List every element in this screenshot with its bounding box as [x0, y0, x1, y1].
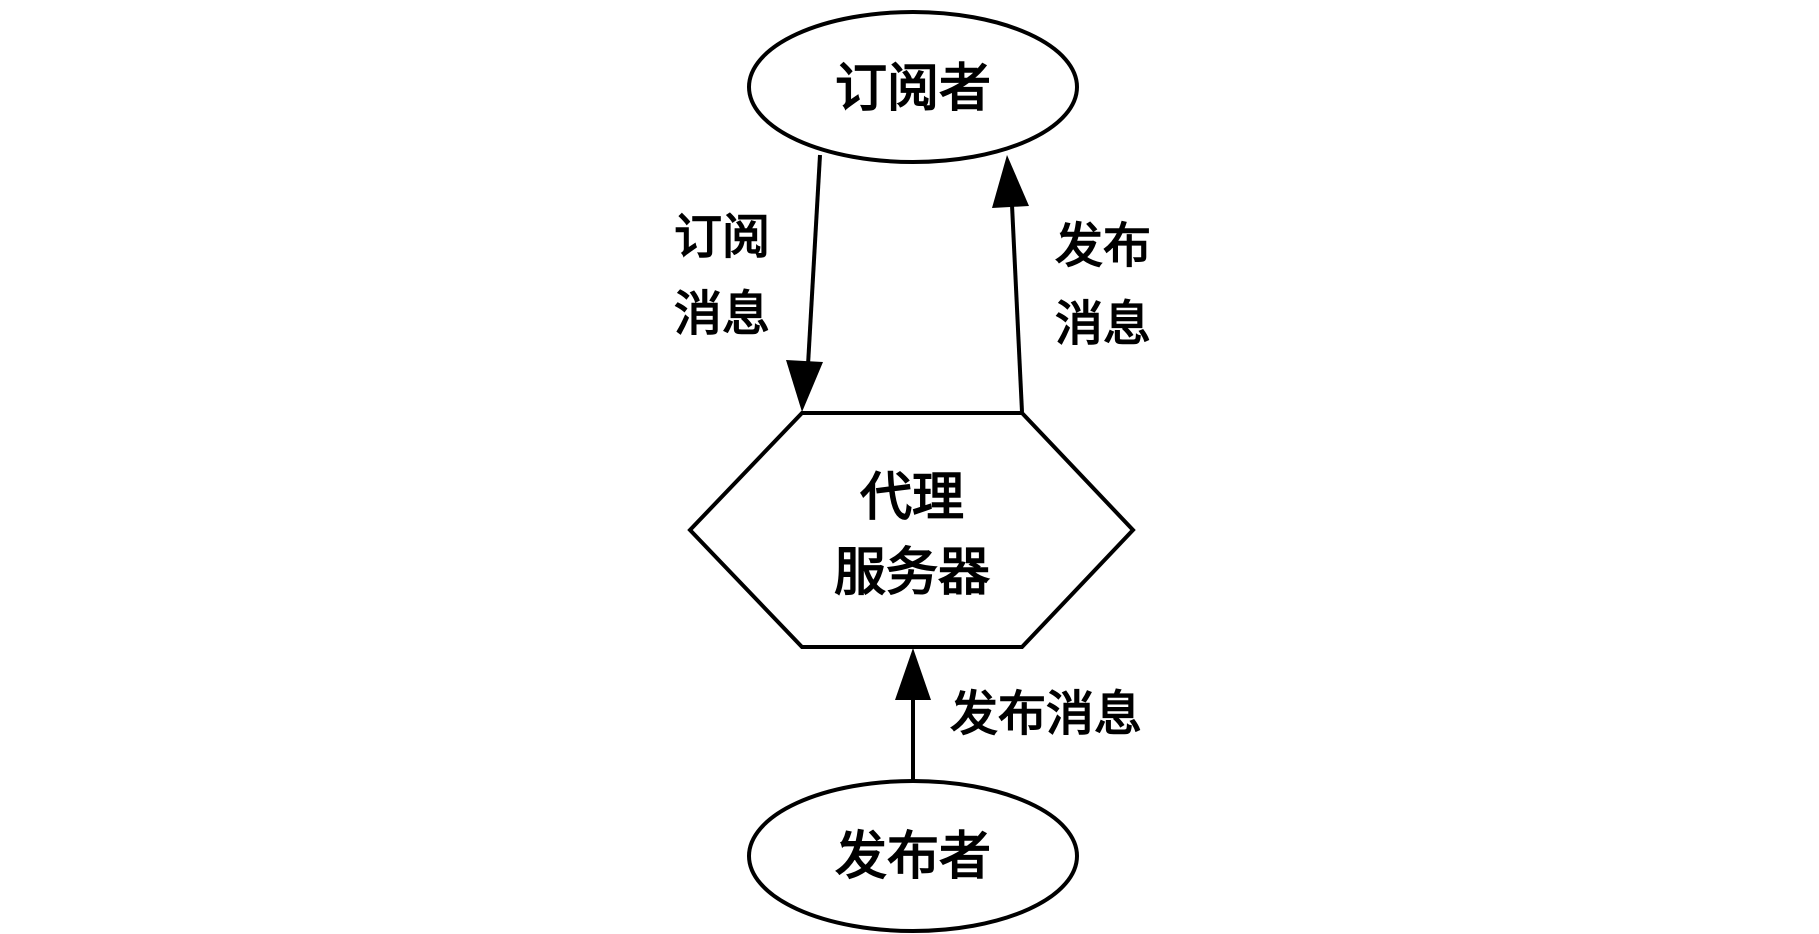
publish-to-subscriber-edge-line	[1010, 204, 1024, 413]
subscribe-edge: 订阅 消息	[674, 154, 823, 412]
publish-to-subscriber-label-line1: 发布	[1055, 218, 1151, 274]
subscribe-arrow-head	[786, 360, 823, 412]
broker-label-line2: 服务器	[834, 542, 991, 603]
subscribe-edge-label-line2: 消息	[674, 286, 770, 342]
subscribe-edge-line	[806, 154, 822, 366]
subscriber-label: 订阅者	[835, 58, 991, 119]
subscriber-ellipse	[747, 10, 1079, 164]
broker-node: 代理 服务器	[687, 411, 1136, 649]
publish-to-subscriber-edge: 发布 消息	[992, 155, 1151, 413]
publish-to-broker-label: 发布消息	[950, 686, 1142, 742]
broker-label-line1: 代理	[859, 467, 964, 528]
publish-to-broker-arrow-head	[895, 648, 931, 700]
publisher-label: 发布者	[835, 826, 991, 887]
publish-to-broker-edge: 发布消息	[895, 648, 1142, 781]
broker-hexagon	[687, 411, 1136, 649]
subscriber-node: 订阅者	[747, 10, 1079, 164]
subscribe-edge-label-line1: 订阅	[674, 209, 770, 265]
publish-to-subscriber-label-line2: 消息	[1055, 296, 1151, 352]
publish-to-subscriber-arrow-head	[992, 155, 1029, 208]
publisher-node: 发布者	[747, 779, 1079, 933]
